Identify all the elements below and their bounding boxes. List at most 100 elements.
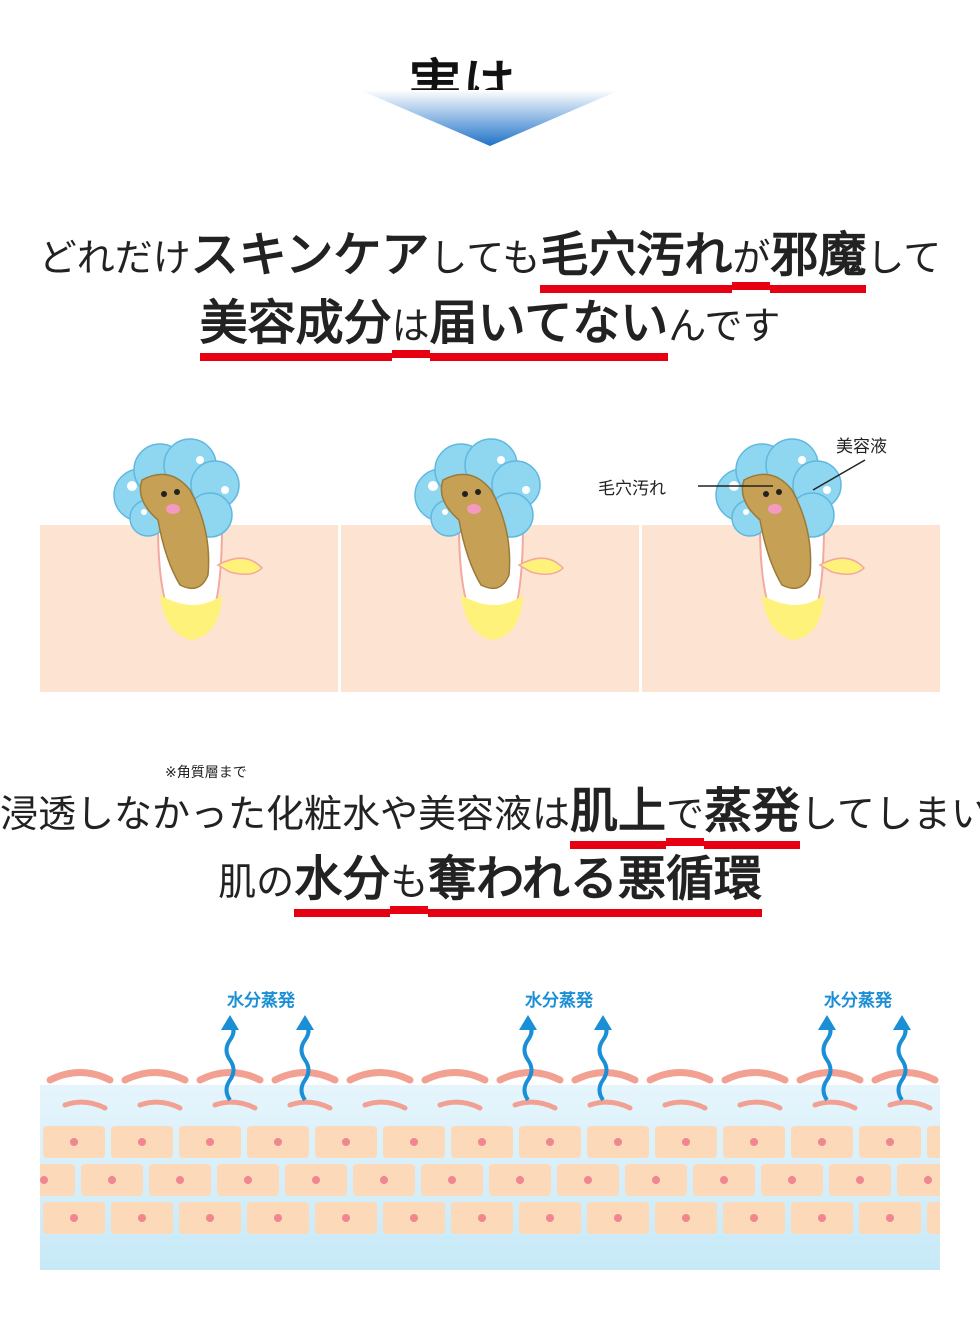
cell-nucleus	[788, 1176, 796, 1184]
cell-nucleus	[750, 1138, 758, 1146]
headline-line-1: 浸透しなかった化粧水や美容液は肌上で蒸発してしまい	[0, 778, 980, 849]
cell-nucleus	[614, 1214, 622, 1222]
headline-segment: が	[732, 236, 771, 290]
corneum-curve	[46, 1069, 114, 1084]
cell-nucleus	[40, 1176, 48, 1184]
skin-cell	[927, 1126, 940, 1158]
headline-segment: 肌の	[218, 860, 295, 904]
headline-segment: 肌上	[570, 783, 667, 849]
cell-nucleus	[176, 1176, 184, 1184]
wavy-arrow-icon	[224, 1023, 236, 1102]
cell-nucleus	[274, 1214, 282, 1222]
corneum-curve	[512, 1099, 558, 1111]
cell-nucleus	[546, 1138, 554, 1146]
cell-nucleus	[584, 1176, 592, 1184]
wavy-arrow-icon	[821, 1023, 833, 1102]
cell-nucleus	[682, 1214, 690, 1222]
cell-nucleus	[448, 1176, 456, 1184]
cell-nucleus	[720, 1176, 728, 1184]
headline-evaporation: 浸透しなかった化粧水や美容液は肌上で蒸発してしまい 肌の水分も奪われる悪循環	[0, 778, 980, 917]
corneum-curve	[287, 1099, 333, 1111]
cell-nucleus	[614, 1138, 622, 1146]
skin-cell-rows	[40, 1126, 940, 1234]
corneum-curve	[737, 1099, 783, 1111]
serum-label: 美容液	[836, 437, 887, 457]
headline-line-2: 美容成分は届いてないんです	[0, 288, 980, 361]
wavy-arrow-icon	[896, 1023, 908, 1102]
wavy-arrow-icon	[597, 1023, 609, 1102]
cell-nucleus	[108, 1176, 116, 1184]
cell-nucleus	[478, 1214, 486, 1222]
headline-segment: 邪魔	[770, 227, 867, 293]
cell-nucleus	[206, 1214, 214, 1222]
arrow-head-icon	[221, 1015, 239, 1030]
cell-nucleus	[516, 1176, 524, 1184]
corneum-curve	[346, 1069, 414, 1084]
stratum-corneum-note: ※角質層まで	[165, 765, 247, 781]
headline-segment: 浸透しなかった化粧水や美容液は	[0, 792, 571, 836]
headline-segment: しても	[429, 236, 541, 280]
headline-segment: して	[866, 236, 942, 280]
cell-nucleus	[478, 1138, 486, 1146]
evaporation-label: 水分蒸発	[525, 991, 593, 1011]
cell-nucleus	[70, 1138, 78, 1146]
headline-pore-problem: どれだけスキンケアしても毛穴汚れが邪魔して 美容成分は届いてないんです	[0, 222, 980, 361]
headline-segment: 水分	[294, 851, 391, 917]
headline-segment: 奪われる悪循環	[428, 851, 762, 917]
headline-segment: してしまい	[800, 792, 980, 836]
cell-nucleus	[682, 1138, 690, 1146]
cell-nucleus	[856, 1176, 864, 1184]
headline-segment: スキンケア	[190, 227, 430, 283]
cell-nucleus	[342, 1138, 350, 1146]
headline-segment: 届いてない	[429, 295, 669, 361]
cell-nucleus	[274, 1138, 282, 1146]
arrow-head-icon	[519, 1015, 537, 1030]
corneum-curve	[721, 1069, 789, 1084]
corneum-curve	[271, 1069, 339, 1084]
headline-segment: 美容成分	[199, 295, 392, 361]
headline-segment: で	[666, 792, 705, 846]
hero-banner: 実は…	[0, 0, 980, 160]
cell-nucleus	[410, 1138, 418, 1146]
cell-nucleus	[138, 1214, 146, 1222]
cell-nucleus	[546, 1214, 554, 1222]
skin-layer-illustration	[40, 1015, 940, 1270]
skin-cell	[40, 1164, 75, 1196]
headline-segment: 毛穴汚れ	[540, 227, 733, 293]
headline-segment: も	[390, 860, 429, 914]
serum-pointer-line	[812, 459, 866, 491]
wavy-arrow-icon	[522, 1023, 534, 1102]
wavy-arrow-icon	[299, 1023, 311, 1102]
cell-nucleus	[342, 1214, 350, 1222]
cell-nucleus	[652, 1176, 660, 1184]
cell-nucleus	[410, 1214, 418, 1222]
cell-nucleus	[818, 1214, 826, 1222]
corneum-curve	[421, 1069, 489, 1084]
corneum-curve	[62, 1099, 108, 1111]
corneum-curve	[362, 1099, 408, 1111]
headline-line-1: どれだけスキンケアしても毛穴汚れが邪魔して	[0, 222, 980, 293]
arrow-head-icon	[818, 1015, 836, 1030]
cell-nucleus	[380, 1176, 388, 1184]
pore-illustration	[40, 438, 940, 692]
cell-nucleus	[70, 1214, 78, 1222]
skin-cell	[897, 1164, 940, 1196]
corneum-curve	[662, 1099, 708, 1111]
corneum-curve	[137, 1099, 183, 1111]
arrow-head-icon	[893, 1015, 911, 1030]
corneum-curve	[437, 1099, 483, 1111]
corneum-curve	[587, 1099, 633, 1111]
skin-cell	[927, 1202, 940, 1234]
cell-nucleus	[924, 1176, 932, 1184]
headline-segment: は	[391, 304, 430, 358]
evaporation-label: 水分蒸発	[824, 991, 892, 1011]
down-arrow-icon	[360, 90, 620, 146]
cell-nucleus	[818, 1138, 826, 1146]
cell-nucleus	[886, 1138, 894, 1146]
cell-nucleus	[206, 1138, 214, 1146]
pore-dirt-label: 毛穴汚れ	[598, 479, 666, 499]
cell-nucleus	[312, 1176, 320, 1184]
cell-nucleus	[244, 1176, 252, 1184]
evaporation-arrows	[221, 1015, 911, 1102]
corneum-curve	[121, 1069, 189, 1084]
